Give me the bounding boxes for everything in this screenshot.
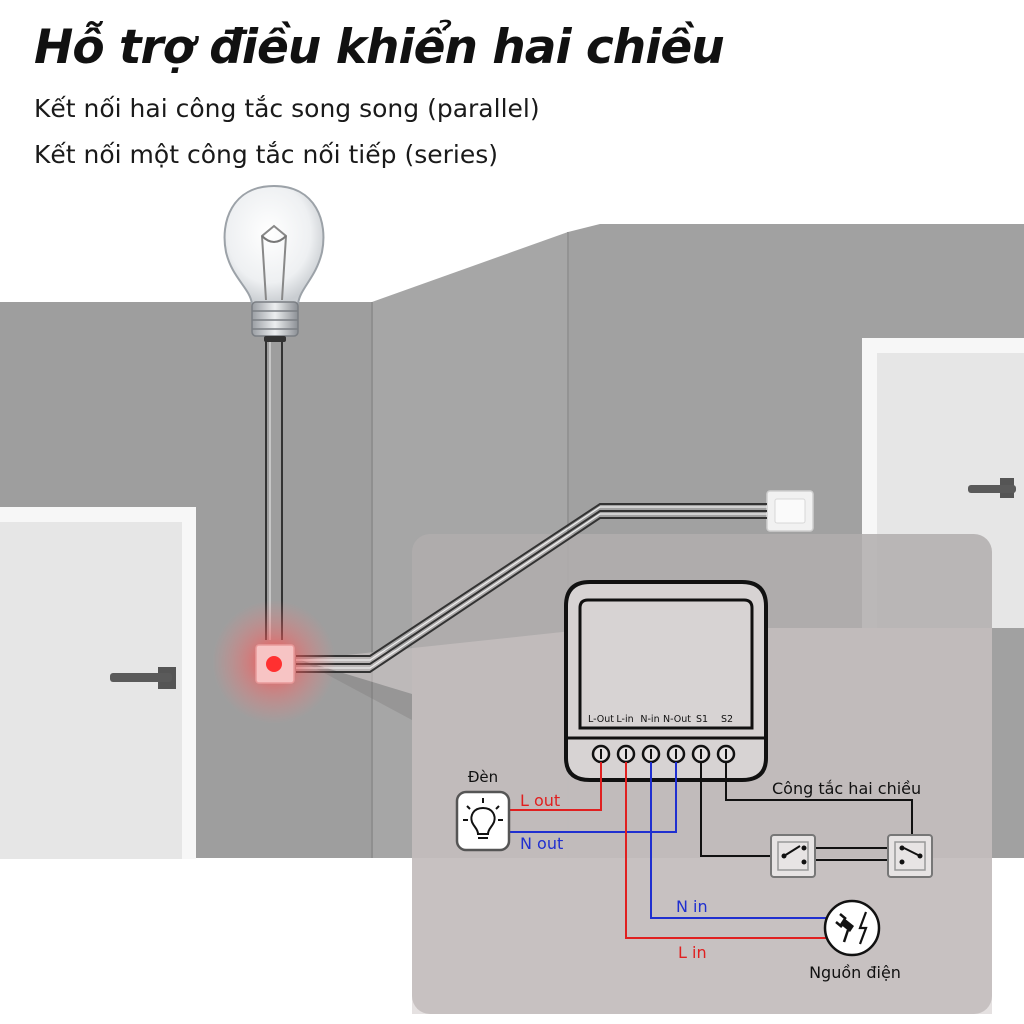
- terminal-label-l-in: L-in: [616, 714, 633, 725]
- l-out-label: L out: [520, 791, 560, 810]
- power-label: Nguồn điện: [809, 963, 901, 982]
- subtitle-series: Kết nối một công tắc nối tiếp (series): [34, 140, 498, 169]
- power-plug-icon: [823, 899, 881, 957]
- lamp-label: Đèn: [468, 768, 498, 786]
- smart-module: [564, 580, 768, 782]
- subtitle-parallel: Kết nối hai công tắc song song (parallel…: [34, 94, 540, 123]
- light-bulb-icon: [223, 184, 325, 342]
- two-way-switch-icon: [887, 834, 933, 878]
- lamp-icon: [455, 790, 511, 852]
- wire-s2: [725, 762, 913, 848]
- n-out-label: N out: [520, 834, 563, 853]
- wire-l-in: [625, 762, 826, 939]
- two-way-switch-label: Công tắc hai chiều: [772, 779, 921, 798]
- n-in-label: N in: [676, 897, 708, 916]
- wire-l-out: [510, 762, 602, 811]
- page-title: Hỗ trợ điều khiển hai chiều: [34, 20, 725, 75]
- terminal-label-n-in: N-in: [640, 714, 659, 725]
- terminal-label-n-out: N-Out: [663, 714, 691, 725]
- bulb-wire: [265, 338, 283, 640]
- wire-s1: [700, 762, 782, 857]
- terminal-label-l-out: L-Out: [588, 714, 614, 725]
- two-way-switch-icon: [770, 834, 816, 878]
- terminal-labels: L-Out L-in N-in N-Out S1 S2: [588, 714, 733, 725]
- terminal-label-s1: S1: [696, 714, 708, 725]
- terminal-label-s2: S2: [721, 714, 733, 725]
- wire-n-in: [650, 762, 826, 919]
- l-in-label: L in: [678, 943, 707, 962]
- wire-n-out: [510, 762, 677, 833]
- wall-switch: [766, 490, 814, 532]
- left-door: [0, 507, 196, 859]
